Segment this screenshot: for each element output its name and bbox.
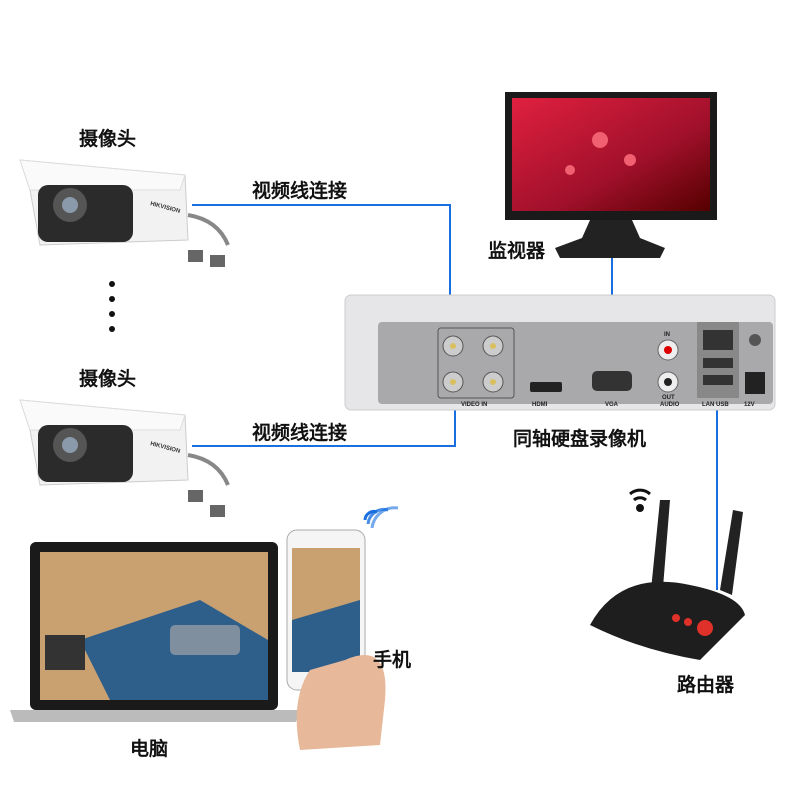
monitor: [505, 92, 717, 258]
camera-top-label: 摄像头: [79, 128, 137, 150]
camera-top: HIKVISION: [19, 159, 230, 267]
svg-text:IN: IN: [664, 332, 670, 338]
dvr: VIDEO IN HDMI VGA IN OUT AUDIO LAN USB 1…: [344, 294, 776, 411]
cable-top-label: 视频线连接: [252, 180, 348, 202]
dvr-label: 同轴硬盘录像机: [513, 428, 647, 450]
svg-text:HDMI: HDMI: [532, 402, 548, 408]
laptop: [10, 542, 300, 722]
cable-bottom-label: 视频线连接: [252, 422, 348, 444]
wifi-icon-router: [629, 488, 651, 512]
ellipsis-dots: [109, 281, 115, 332]
svg-text:LAN USB: LAN USB: [702, 402, 729, 408]
camera-bottom-label: 摄像头: [79, 368, 137, 390]
laptop-label: 电脑: [130, 738, 169, 760]
svg-text:VIDEO IN: VIDEO IN: [461, 402, 487, 408]
phone-label: 手机: [373, 649, 412, 671]
svg-text:12V: 12V: [744, 402, 755, 408]
svg-text:AUDIO: AUDIO: [660, 402, 680, 408]
monitor-label: 监视器: [488, 240, 546, 262]
svg-text:OUT: OUT: [662, 395, 675, 401]
camera-bottom: HIKVISION: [19, 399, 230, 517]
router-label: 路由器: [677, 674, 735, 696]
router: [590, 500, 745, 660]
wifi-icon-phone: [363, 506, 399, 529]
phone: [286, 529, 386, 750]
svg-text:VGA: VGA: [605, 402, 619, 408]
